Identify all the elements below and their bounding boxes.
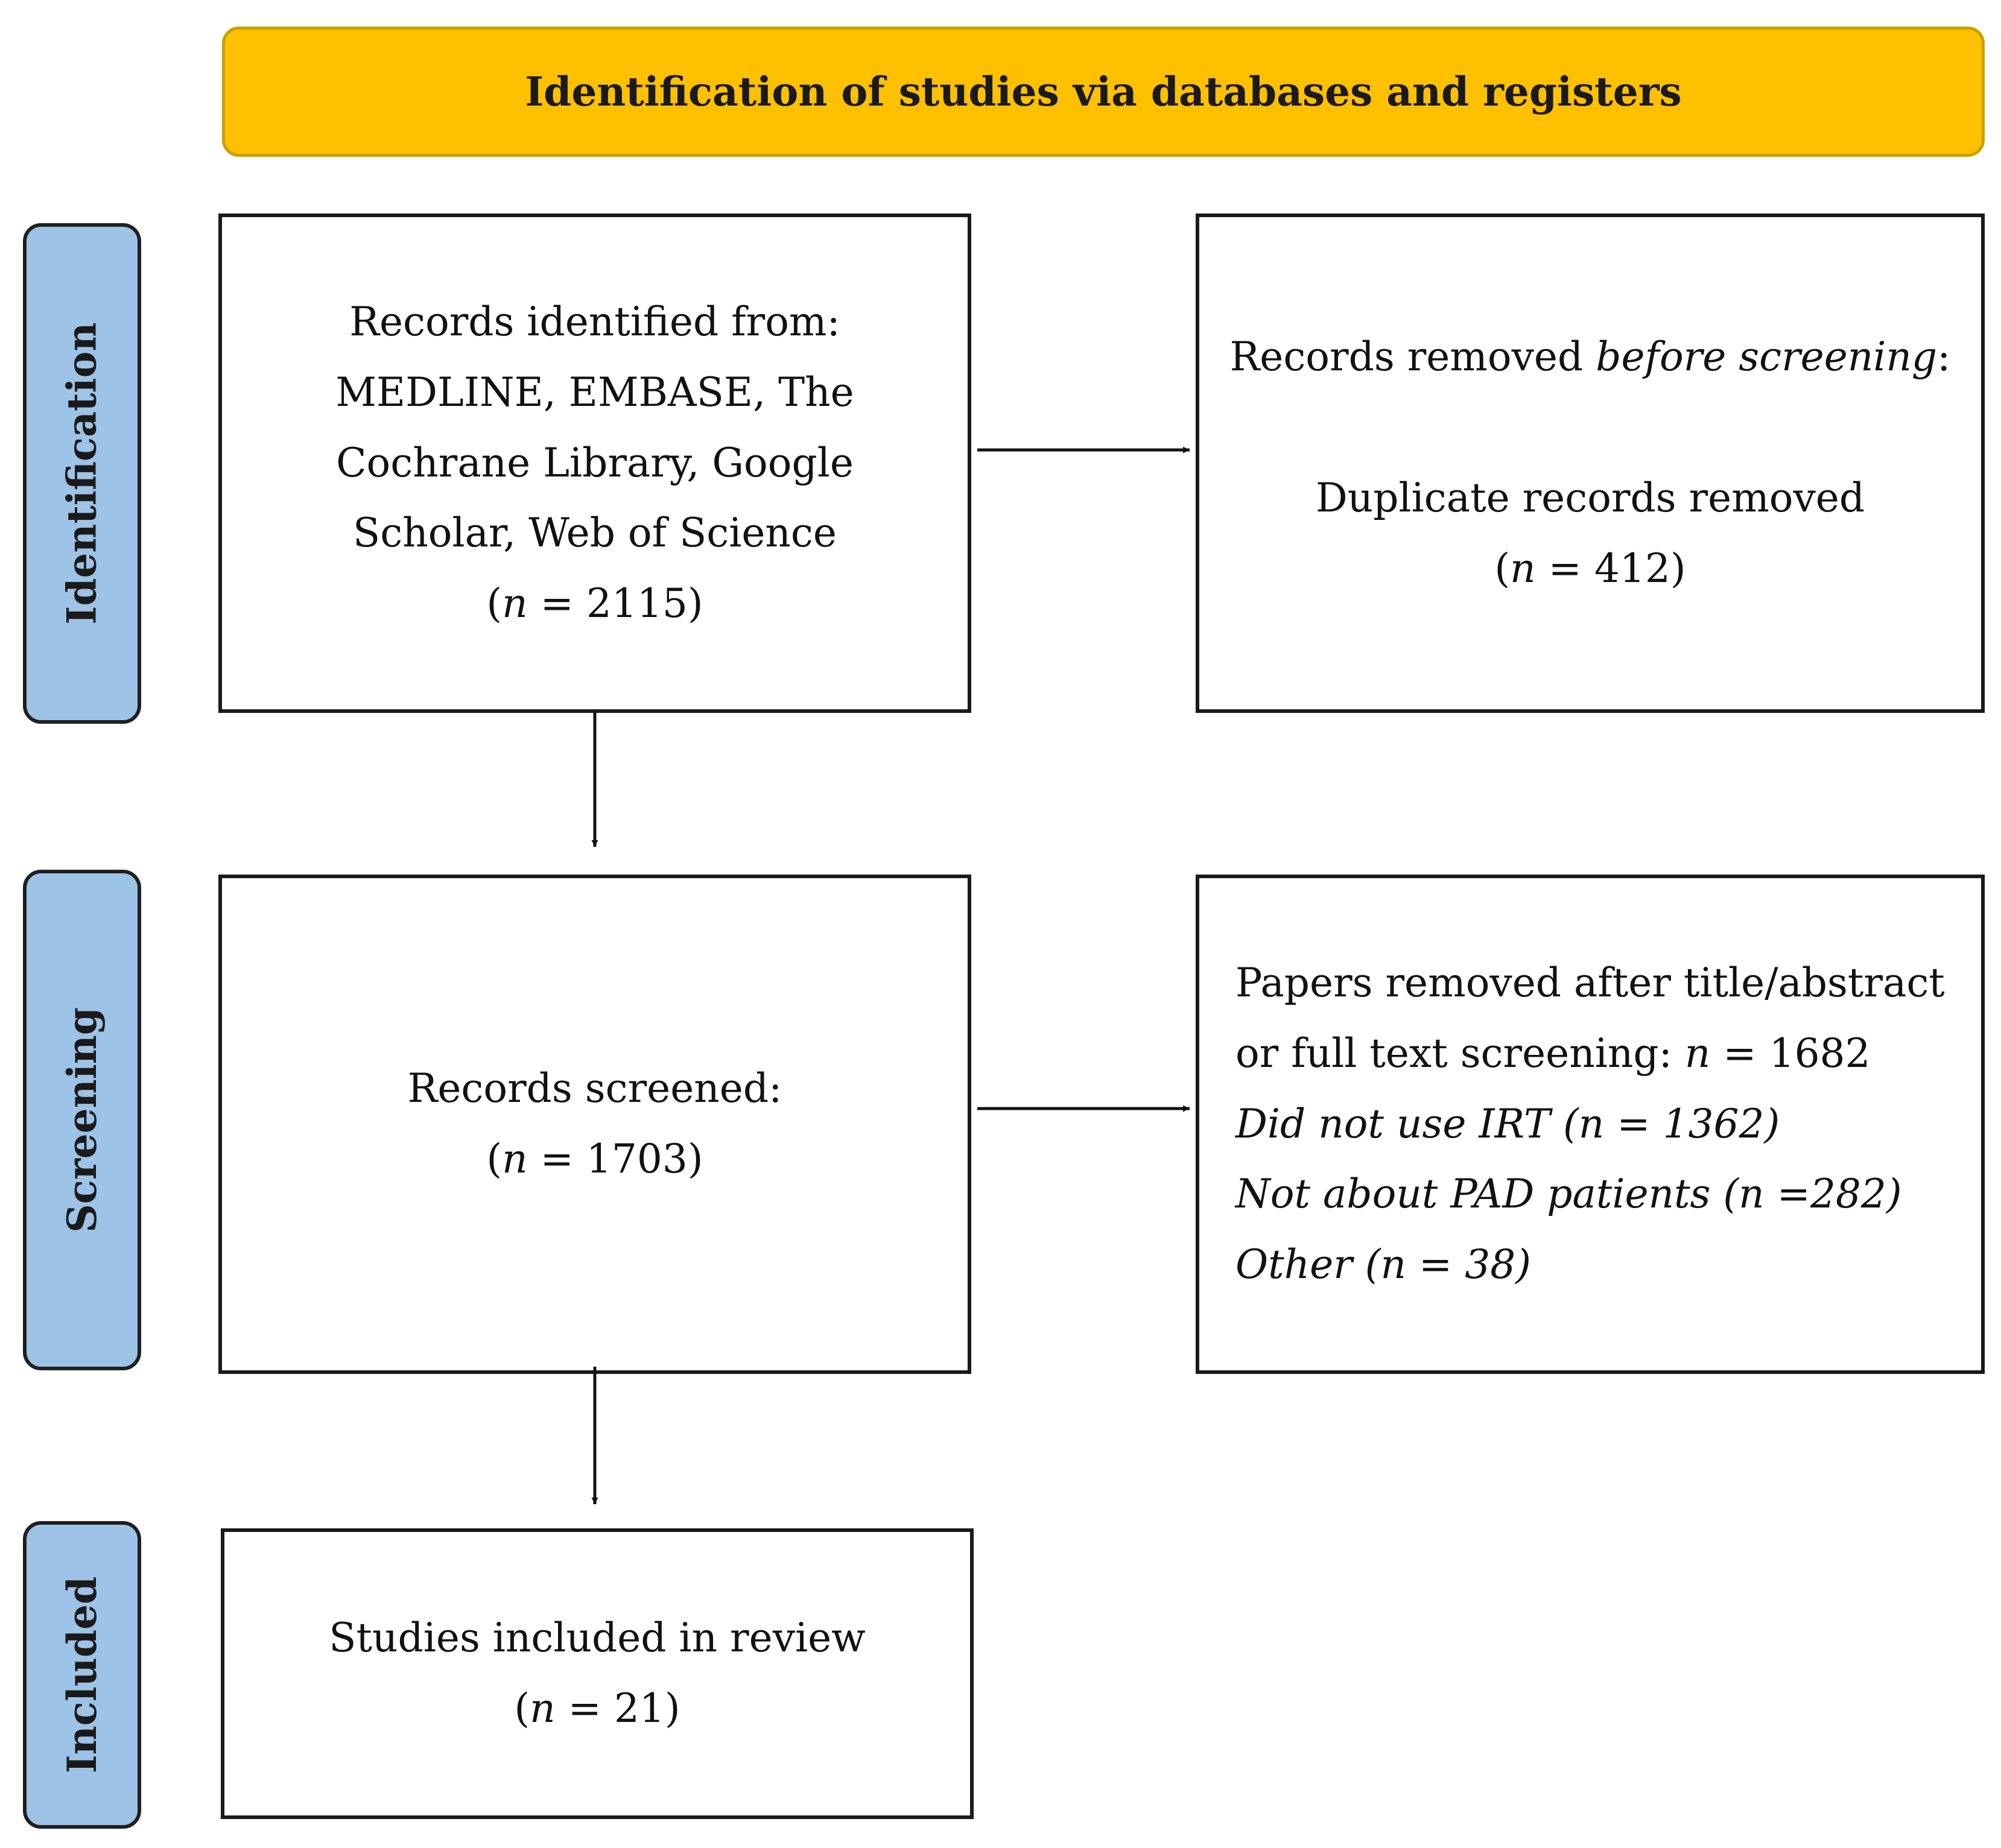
removed-count: (n = 412): [1494, 545, 1686, 592]
screened-label: Records screened:: [407, 1065, 782, 1112]
identified-line-2: MEDLINE, EMBASE, The: [335, 369, 854, 416]
identified-count: (n = 2115): [486, 580, 703, 627]
removed-heading: Records removed before screening:: [1229, 334, 1951, 381]
exclusion-reason-other: Other (n = 38): [1235, 1241, 1531, 1288]
papers-excluded-box: Papers removed after title/abstract or f…: [1196, 875, 1985, 1374]
identified-line-3: Cochrane Library, Google: [336, 439, 854, 486]
excluded-line-1: Papers removed after title/abstract: [1235, 959, 1945, 1006]
records-identified-box: Records identified from: MEDLINE, EMBASE…: [218, 214, 971, 713]
phase-label-identification: Identification: [23, 223, 141, 724]
records-removed-box: Records removed before screening: Duplic…: [1196, 214, 1985, 713]
duplicates-label: Duplicate records removed: [1315, 475, 1865, 521]
included-label: Studies included in review: [329, 1615, 866, 1662]
included-count: (n = 21): [514, 1685, 680, 1732]
records-screened-box: Records screened: (n = 1703): [218, 875, 971, 1374]
exclusion-reason-pad: Not about PAD patients (n =282): [1235, 1171, 1902, 1218]
identified-line-4: Scholar, Web of Science: [353, 510, 837, 557]
phase-label-included: Included: [23, 1521, 141, 1829]
studies-included-box: Studies included in review (n = 21): [221, 1528, 974, 1819]
excluded-line-2: or full text screening: n = 1682: [1235, 1030, 1871, 1077]
phase-label-screening: Screening: [23, 870, 141, 1370]
exclusion-reason-irt: Did not use IRT (n = 1362): [1235, 1100, 1780, 1147]
identified-line-1: Records identified from:: [349, 298, 840, 345]
header-banner: Identification of studies via databases …: [222, 27, 1985, 157]
banner-title: Identification of studies via databases …: [525, 68, 1682, 115]
screened-count: (n = 1703): [486, 1136, 703, 1182]
